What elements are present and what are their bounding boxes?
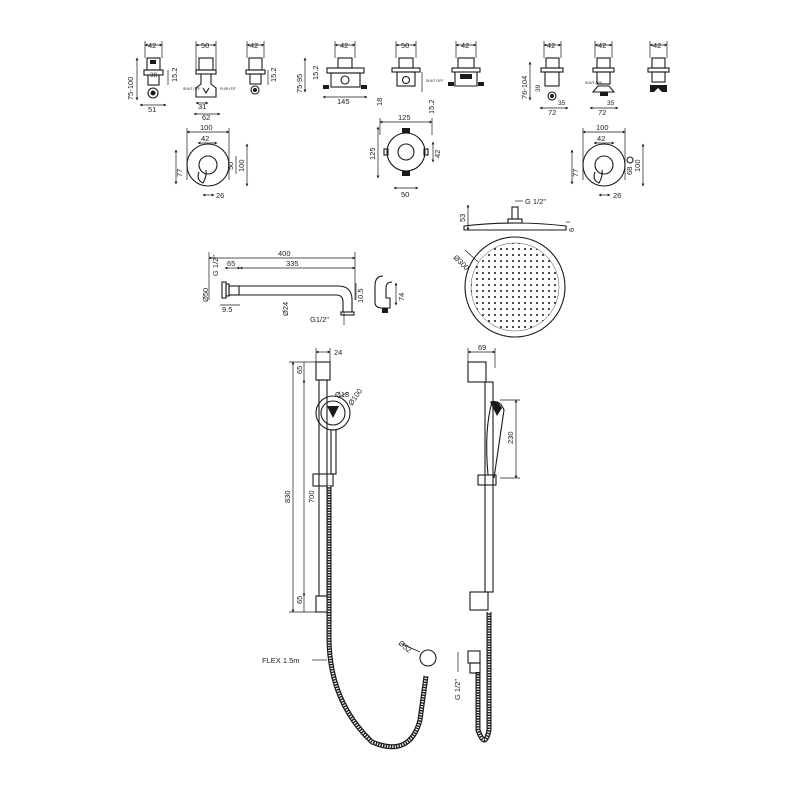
rail-side-thread: G 1/2" — [453, 679, 462, 700]
valve-1-height: 75-100 — [126, 77, 135, 100]
valve-2-side-view: 50 SHUT OFF PUSH FIT 31 62 — [183, 41, 237, 122]
faceplate-left-side: 77 — [175, 169, 184, 177]
valve-4-width: 145 — [337, 97, 350, 106]
rail-slide-length: 700 — [307, 490, 316, 503]
valve-5-depth: 15.2 — [427, 99, 436, 114]
faceplate-right-height: 100 — [633, 159, 642, 172]
faceplate-mid-width: 125 — [398, 113, 411, 122]
valve-9-side-view: 42 — [647, 41, 670, 92]
slide-rail-front-view: 24 830 700 65 65 Ø18 Ø100 Ø52 FLEX 1.5m — [262, 348, 437, 750]
shower-head-side-view: G 1/2" 53 6 — [458, 197, 576, 232]
valve-7-step: 35 — [558, 100, 566, 107]
valve-3-side-view: 42 15.2 — [245, 41, 278, 95]
valve-2-label-b: PUSH FIT — [220, 87, 237, 91]
head-thickness: 6 — [567, 228, 576, 232]
faceplate-left-front-view: 100 42 100 50 77 26 — [174, 123, 249, 200]
elbow-height: 74 — [397, 293, 406, 301]
faceplate-mid-height: 125 — [368, 147, 377, 160]
faceplate-mid-front-view: 125 125 42 50 — [368, 113, 442, 199]
arm-dim-9-5: 9.5 — [222, 305, 232, 314]
valve-7-side-view: 42 76-104 39 35 72 — [520, 41, 569, 117]
valve-2-label-a: SHUT OFF — [183, 87, 200, 91]
slide-rail-side-view: 69 230 G 1/2" — [453, 343, 520, 743]
faceplate-left-s: 50 — [226, 162, 235, 170]
arm-pipe-diameter: Ø24 — [281, 302, 290, 316]
faceplate-left-height: 100 — [237, 159, 246, 172]
head-height: 53 — [458, 214, 467, 222]
faceplate-left-bottom: 26 — [216, 191, 224, 200]
hose-length: FLEX 1.5m — [262, 656, 300, 665]
valve-4-top-width: 42 — [340, 41, 348, 50]
faceplate-right-inner: 42 — [597, 134, 605, 143]
faceplate-right-front-view: 100 42 100 68 77 26 — [570, 123, 645, 200]
valve-2-top-width: 50 — [201, 41, 209, 50]
valve-4-height: 75-95 — [295, 74, 304, 93]
valve-8-label: SHUT OFF — [585, 81, 602, 85]
valve-1-base: 51 — [148, 105, 156, 114]
valve-3-depth: 15.2 — [269, 67, 278, 82]
rail-total-height: 830 — [283, 490, 292, 503]
faceplate-right-s: 68 — [625, 167, 634, 175]
faceplate-right-bottom: 26 — [613, 191, 621, 200]
rail-bottom-gap: 65 — [295, 596, 304, 604]
valve-1-top-width: 42 — [148, 41, 156, 50]
valve-7-height: 76-104 — [520, 76, 529, 99]
valve-9-top-width: 42 — [653, 41, 661, 50]
valve-1-step: 38 — [150, 72, 158, 79]
valve-7-top-width: 42 — [547, 41, 555, 50]
arm-thread: G 1/2" — [211, 255, 220, 276]
arm-length: 400 — [278, 249, 291, 258]
shower-head-front-view: Ø300 — [452, 236, 566, 338]
valve-4-side: 18 — [375, 98, 384, 106]
arm-diameter: Ø50 — [201, 288, 210, 302]
rail-top-gap: 65 — [295, 366, 304, 374]
handle-diameter: Ø18 — [335, 390, 349, 399]
valve-3-top-width: 42 — [250, 41, 258, 50]
faceplate-mid-inner: 42 — [433, 150, 442, 158]
valve-5-side-view: 50 SHUT OFF 15.2 — [391, 41, 443, 114]
valve-8-step: 35 — [607, 100, 615, 107]
arm-dim-10-5: 10.5 — [356, 288, 365, 303]
faceplate-right-side: 77 — [571, 169, 580, 177]
rail-top-width: 24 — [334, 348, 342, 357]
valve-4-side-view: 42 75-95 15.2 145 18 — [295, 41, 384, 106]
valve-2-dim-31: 31 — [198, 102, 206, 111]
valve-5-label: SHUT OFF — [426, 79, 443, 83]
valve-6-side-view: 42 — [448, 41, 484, 87]
arm-flange: 65 — [227, 259, 235, 268]
faceplate-right-width: 100 — [596, 123, 609, 132]
valve-8-top-width: 42 — [598, 41, 606, 50]
valve-7-side: 39 — [535, 84, 542, 92]
rail-side-depth: 69 — [478, 343, 486, 352]
valve-1-side-view: 42 75-100 38 15.2 51 — [126, 41, 179, 114]
faceplate-left-width: 100 — [200, 123, 213, 132]
faceplate-left-inner: 42 — [201, 134, 209, 143]
shower-arm-drawing: 400 335 65 G 1/2" Ø50 Ø24 G1/2" 10.5 9.5… — [201, 249, 406, 325]
valve-4-depth: 15.2 — [311, 65, 320, 80]
valve-8-side-view: 42 SHUT OFF 35 72 — [585, 41, 619, 117]
handset-height: 230 — [506, 431, 515, 444]
valve-5-top-width: 50 — [401, 41, 409, 50]
arm-outlet-thread: G1/2" — [310, 315, 329, 324]
head-thread: G 1/2" — [525, 197, 546, 206]
outlet-diameter: Ø52 — [397, 639, 414, 655]
arm-length-2: 335 — [286, 259, 299, 268]
valve-8-base: 72 — [598, 108, 606, 117]
valve-6-top-width: 42 — [461, 41, 469, 50]
valve-7-base: 72 — [548, 108, 556, 117]
valve-1-depth: 15.2 — [170, 67, 179, 82]
faceplate-mid-bottom: 50 — [401, 190, 409, 199]
valve-2-dim-62: 62 — [202, 113, 210, 122]
